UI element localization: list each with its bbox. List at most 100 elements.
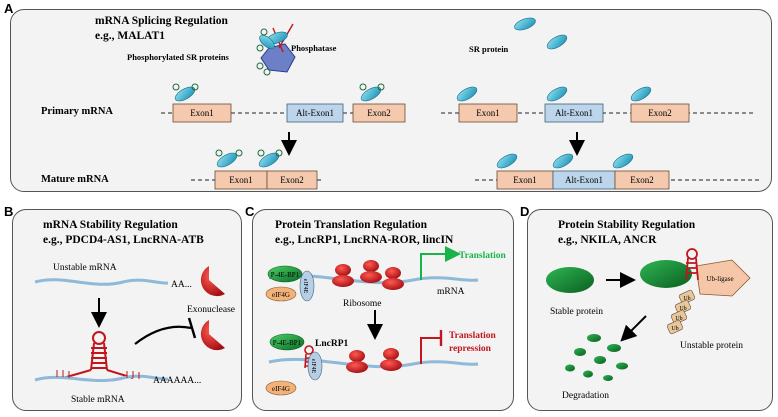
alt-exon1-box <box>286 103 344 123</box>
panel-c-diagram: Protein Translation Regulation e.g., Lnc… <box>265 219 507 396</box>
eif4g-shape <box>265 286 297 302</box>
binding-ticks <box>56 370 140 379</box>
exon2-label: Exon2 <box>648 108 672 118</box>
exonuclease-shape <box>200 266 225 297</box>
exon1-label: Exon1 <box>513 175 537 185</box>
sr-protein <box>546 34 568 50</box>
p4ebp1-shape <box>269 333 305 351</box>
panel-a-letter: A <box>4 1 14 16</box>
panel-c: Protein Translation Regulation e.g., Lnc… <box>252 209 514 411</box>
mrna-strand-bottom <box>268 357 479 369</box>
sr-protein <box>216 152 238 168</box>
stable-protein-shape <box>546 267 594 293</box>
exon2-label: Exon2 <box>367 108 391 118</box>
unstable-mrna-strand <box>34 278 169 286</box>
stable-mrna-label: Stable mRNA <box>71 395 125 405</box>
unstable-mrna-label: Unstable mRNA <box>53 263 117 273</box>
panel-c-letter: C <box>245 204 255 219</box>
repression-label-line1: Translation <box>449 331 497 341</box>
repression-line <box>420 337 441 364</box>
panel-d-letter: D <box>520 204 530 219</box>
sr-protein <box>496 153 518 169</box>
eif4g-label: eIF4G <box>272 385 290 393</box>
ub-label: Ub <box>675 316 682 322</box>
alt-exon1-box <box>544 103 604 123</box>
ribosome-label: Ribosome <box>343 299 382 309</box>
panel-a: mRNA Splicing Regulation e.g., MALAT1 Ph… <box>10 9 772 192</box>
exon1-label: Exon1 <box>476 108 500 118</box>
panel-a-subtitle: e.g., MALAT1 <box>95 30 165 42</box>
ub-ligase-shape <box>695 259 751 297</box>
mrna-label: mRNA <box>437 287 465 297</box>
sr-protein <box>174 86 196 102</box>
exonuclease-label: Exonuclease <box>187 305 235 315</box>
phosphatase-label: Phosphatase <box>291 43 337 53</box>
phospho-groups <box>172 83 385 91</box>
sr-protein <box>259 34 275 50</box>
sr-protein-label: SR protein <box>469 44 509 54</box>
exon2-box <box>614 170 670 190</box>
panel-c-subtitle: e.g., LncRP1, LncRNA-ROR, lincIN <box>275 234 454 246</box>
lncrna-hairpin <box>685 248 699 281</box>
panel-d-diagram: Protein Stability Regulation e.g., NKILA… <box>546 219 751 401</box>
exon1-box <box>458 103 518 123</box>
ub-label: Ub <box>671 326 678 332</box>
repression-label-line2: repression <box>449 344 492 354</box>
translation-label: Translation <box>459 251 507 261</box>
ub-chain <box>666 289 696 335</box>
p4ebp1-shape <box>267 265 303 283</box>
exon2-box <box>266 170 318 190</box>
sr-protein <box>630 86 652 102</box>
panel-d-subtitle: e.g., NKILA, ANCR <box>558 234 657 246</box>
exonuclease-shape <box>200 320 225 351</box>
degradation-label: Degradation <box>562 391 609 401</box>
panel-c-title: Protein Translation Regulation <box>275 219 428 231</box>
panel-b-title: mRNA Stability Regulation <box>43 219 178 231</box>
inhibition-line <box>134 325 192 345</box>
panel-a-diagram: mRNA Splicing Regulation e.g., MALAT1 Ph… <box>41 15 759 190</box>
p4ebp1-label: P-4E-BP1 <box>273 339 302 347</box>
primary-mrna-label: Primary mRNA <box>41 106 113 117</box>
phospho-groups <box>256 28 271 76</box>
degraded-fragments <box>565 334 628 381</box>
eif4e-label: eIF4E <box>302 279 308 294</box>
sr-protein <box>612 153 634 169</box>
eif4e-label: eIF4E <box>310 359 316 374</box>
panel-b-diagram: mRNA Stability Regulation e.g., PDCD4-AS… <box>34 219 235 405</box>
alt-exon1-label: Alt-Exon1 <box>555 108 593 118</box>
exon2-box <box>352 103 406 123</box>
sr-protein <box>456 86 478 102</box>
exon2-label: Exon2 <box>630 175 654 185</box>
exon2-label: Exon2 <box>280 175 304 185</box>
panel-b-letter: B <box>4 204 14 219</box>
phospho-sr-label: Phosphorylated SR proteins <box>127 52 230 62</box>
poly-a-short: AA... <box>171 280 192 290</box>
p4ebp1-label: P-4E-BP1 <box>271 271 300 279</box>
panel-a-title: mRNA Splicing Regulation <box>95 15 229 27</box>
sr-protein <box>258 152 280 168</box>
unstable-protein-label: Unstable protein <box>680 341 743 351</box>
inhibition-bar <box>187 317 197 339</box>
exon2-box <box>630 103 690 123</box>
phosphatase-shape <box>260 43 296 73</box>
eif4e-shape <box>307 351 323 381</box>
alt-exon1-label: Alt-Exon1 <box>296 108 334 118</box>
lncrna-hairpin <box>62 331 134 379</box>
exon1-label: Exon1 <box>190 108 214 118</box>
ribosome-shapes <box>332 260 404 290</box>
exon1-box <box>172 103 232 123</box>
exon1-label: Exon1 <box>229 175 253 185</box>
degradation-arrow <box>620 315 647 342</box>
translation-arrow <box>420 246 461 280</box>
eif4g-shape <box>265 380 297 396</box>
mature-mrna-label: Mature mRNA <box>41 174 109 185</box>
panel-d-title: Protein Stability Regulation <box>558 219 696 231</box>
panel-b-subtitle: e.g., PDCD4-AS1, LncRNA-ATB <box>43 234 204 246</box>
sr-protein <box>360 86 382 102</box>
phospho-groups <box>215 149 283 157</box>
alt-exon1-label: Alt-Exon1 <box>565 175 603 185</box>
ribosome-shapes <box>346 348 402 373</box>
sr-protein <box>514 17 536 31</box>
stable-protein-label: Stable protein <box>550 307 603 317</box>
poly-a-long: AAAAAA... <box>153 376 201 386</box>
